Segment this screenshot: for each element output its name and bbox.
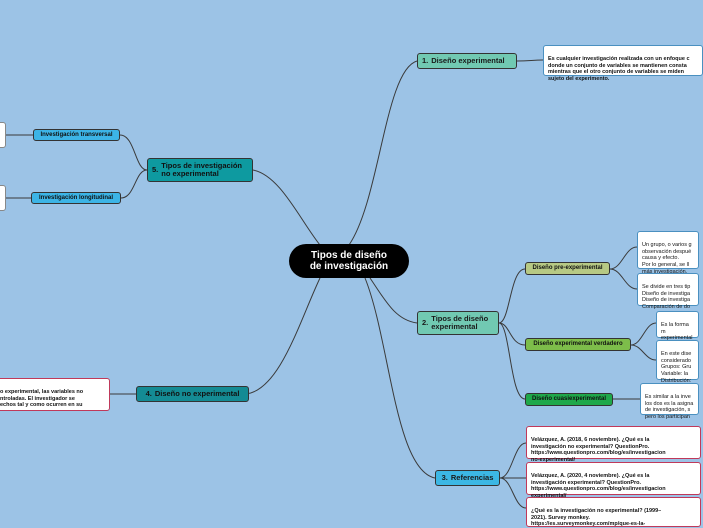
sub-label: Investigación longitudinal	[38, 194, 113, 201]
sub-label: Diseño cuasiexperimental	[531, 396, 607, 402]
central-topic-label: Tipos de diseño de investigación	[309, 250, 389, 272]
sub-label: Investigación transversal	[40, 131, 113, 138]
sub-diseno-cuasiexperimental[interactable]: Diseño cuasiexperimental	[525, 393, 613, 406]
card-pre-experimental-2[interactable]: Se divide en tres tip Diseño de investig…	[637, 273, 699, 310]
card-text: Se divide en tres tip Diseño de investig…	[642, 283, 691, 311]
card-text: Es similar a la inve los dos es la asign…	[645, 393, 694, 421]
branch-diseno-experimental[interactable]: 1. Diseño experimental	[417, 53, 517, 69]
branch-number: 1.	[422, 56, 429, 65]
card-text: Velázquez, A. (2018, 6 noviembre). ¿Qué …	[531, 436, 666, 464]
card-pre-experimental-1[interactable]: Un grupo, o varios g observación despué …	[637, 231, 699, 275]
card-verdadero-1[interactable]: Es la forma m experimental probar o refu	[656, 311, 699, 348]
card-referencia-3[interactable]: ¿Qué es la investigación no experimental…	[526, 497, 701, 527]
card-referencia-1[interactable]: Velázquez, A. (2018, 6 noviembre). ¿Qué …	[526, 426, 701, 463]
branch-label: Tipos de diseño experimental	[431, 314, 489, 331]
card-diseno-no-experimental[interactable]: o experimental, las variables no ntrolad…	[0, 378, 110, 411]
branch-number: 3.	[441, 473, 448, 482]
card-text: Velázquez, A. (2020, 4 noviembre). ¿Qué …	[531, 472, 666, 499]
branch-label: Tipos de investigación no experimental	[161, 161, 242, 178]
branch-label: Diseño experimental	[431, 56, 505, 65]
card-text: Un grupo, o varios g observación despué …	[642, 241, 692, 275]
card-diseno-experimental[interactable]: Es cualquier investigación realizada con…	[543, 45, 703, 82]
card-text: ¿Qué es la investigación no experimental…	[531, 507, 662, 528]
branch-number: 4.	[145, 389, 152, 398]
card-cuasiexperimental[interactable]: Es similar a la inve los dos es la asign…	[640, 383, 699, 420]
card-text: o experimental, las variables no ntrolad…	[0, 388, 84, 409]
branch-number: 5.	[152, 165, 159, 174]
sub-label: Diseño experimental verdadero	[533, 341, 623, 347]
branch-tipos-investigacion-no-experimental[interactable]: 5. Tipos de investigación no experimenta…	[147, 158, 253, 182]
connector-lines	[4, 59, 657, 509]
sub-investigacion-transversal[interactable]: Investigación transversal	[33, 129, 120, 141]
card-investigacion-longitudinal[interactable]	[0, 185, 6, 211]
sub-diseno-pre-experimental[interactable]: Diseño pre-experimental	[525, 262, 610, 275]
branch-label: Referencias	[450, 473, 494, 482]
branch-diseno-no-experimental[interactable]: 4. Diseño no experimental	[136, 386, 249, 402]
card-investigacion-transversal[interactable]	[0, 122, 6, 148]
card-text: En este dise considerado Grupos: Gru Var…	[661, 350, 692, 384]
central-topic[interactable]: Tipos de diseño de investigación	[289, 244, 409, 278]
card-verdadero-2[interactable]: En este dise considerado Grupos: Gru Var…	[656, 340, 699, 384]
sub-label: Diseño pre-experimental	[532, 265, 603, 271]
card-text: Es cualquier investigación realizada con…	[548, 55, 690, 83]
branch-number: 2.	[422, 318, 429, 327]
branch-label: Diseño no experimental	[154, 389, 240, 398]
card-referencia-2[interactable]: Velázquez, A. (2020, 4 noviembre). ¿Qué …	[526, 462, 701, 499]
sub-diseno-experimental-verdadero[interactable]: Diseño experimental verdadero	[525, 338, 631, 351]
branch-tipos-diseno-experimental[interactable]: 2. Tipos de diseño experimental	[417, 311, 499, 335]
sub-investigacion-longitudinal[interactable]: Investigación longitudinal	[31, 192, 121, 204]
branch-referencias[interactable]: 3. Referencias	[435, 470, 500, 486]
